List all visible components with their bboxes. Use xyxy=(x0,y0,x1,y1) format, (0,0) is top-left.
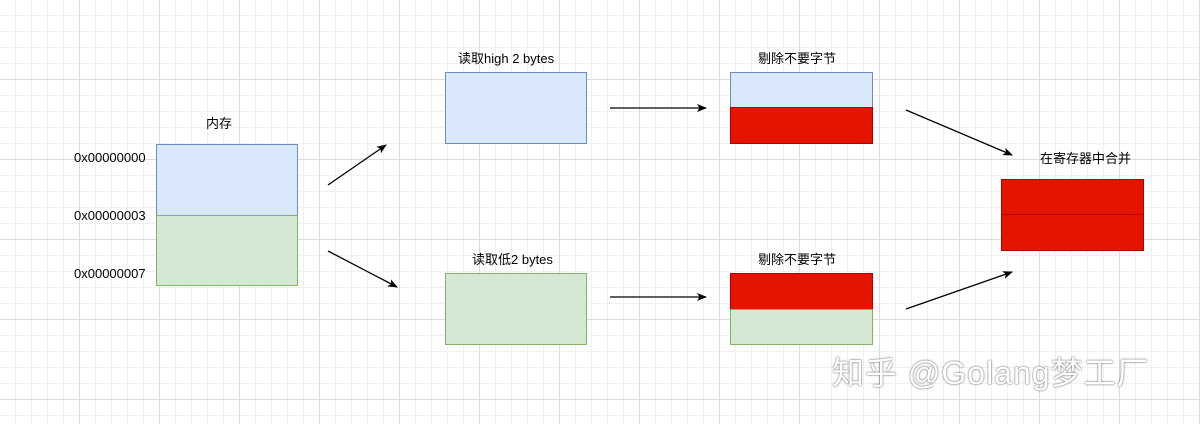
read-high-box xyxy=(445,72,587,144)
memory-high-bytes xyxy=(156,144,298,216)
address-label-3: 0x00000003 xyxy=(74,208,146,223)
memory-title: 内存 xyxy=(206,116,233,131)
merge-label: 在寄存器中合并 xyxy=(1040,151,1132,166)
address-label-0: 0x00000000 xyxy=(74,150,146,165)
read-high-label: 读取high 2 bytes xyxy=(458,51,555,66)
discard-top-removed xyxy=(730,107,873,144)
discard-top-kept xyxy=(730,72,873,108)
merge-register-bottom xyxy=(1001,214,1144,251)
discard-bottom-kept xyxy=(730,309,873,345)
arrow-memory-to-read-low xyxy=(327,250,398,288)
watermark-text: 知乎 @Golang梦工厂 xyxy=(832,355,1150,391)
address-label-7: 0x00000007 xyxy=(74,266,146,281)
read-low-label: 读取低2 bytes xyxy=(472,252,553,267)
read-low-box xyxy=(445,273,587,345)
discard-top-label: 剔除不要字节 xyxy=(758,51,837,66)
arrow-discard-top-to-merge xyxy=(905,109,1013,156)
arrow-discard-bottom-to-merge xyxy=(905,271,1013,310)
discard-bottom-label: 剔除不要字节 xyxy=(758,252,837,267)
arrow-memory-to-read-high xyxy=(327,144,387,186)
memory-low-bytes xyxy=(156,215,298,286)
